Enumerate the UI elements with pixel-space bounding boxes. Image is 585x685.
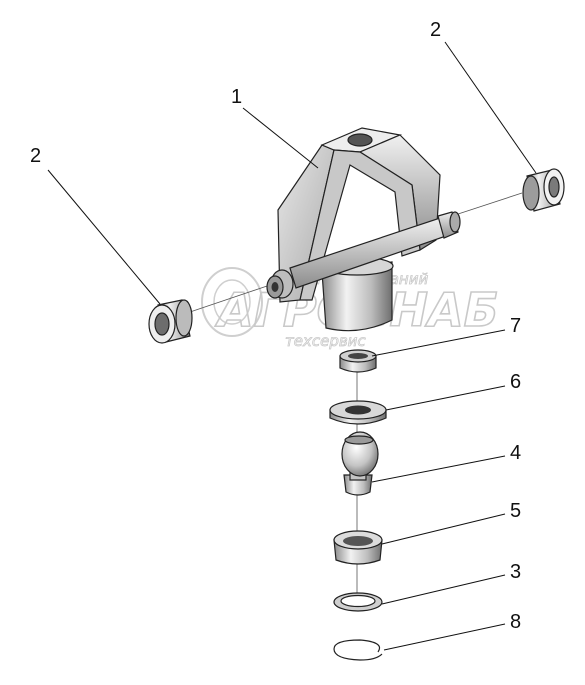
bushing-part-2-right xyxy=(522,168,565,212)
snap-ring-part-8 xyxy=(333,639,383,661)
washer-part-3 xyxy=(333,592,383,612)
callout-6: 6 xyxy=(510,371,521,393)
leader-lines xyxy=(47,41,537,651)
bracket-housing-part-1 xyxy=(266,127,461,332)
callout-1: 1 xyxy=(231,86,242,108)
seal-part-7 xyxy=(339,349,377,373)
callout-2-left: 2 xyxy=(30,145,41,167)
ring-part-6 xyxy=(329,400,387,425)
callout-2-right: 2 xyxy=(430,19,441,41)
bushing-part-2-left xyxy=(148,299,193,344)
callout-3: 3 xyxy=(510,561,521,583)
callout-7: 7 xyxy=(510,315,521,337)
ball-pin-part-4 xyxy=(341,431,379,496)
callout-4: 4 xyxy=(510,442,521,464)
watermark-bottom: техсервис xyxy=(285,332,366,350)
callout-5: 5 xyxy=(510,500,521,522)
callout-8: 8 xyxy=(510,611,521,633)
cup-part-5 xyxy=(333,530,383,565)
